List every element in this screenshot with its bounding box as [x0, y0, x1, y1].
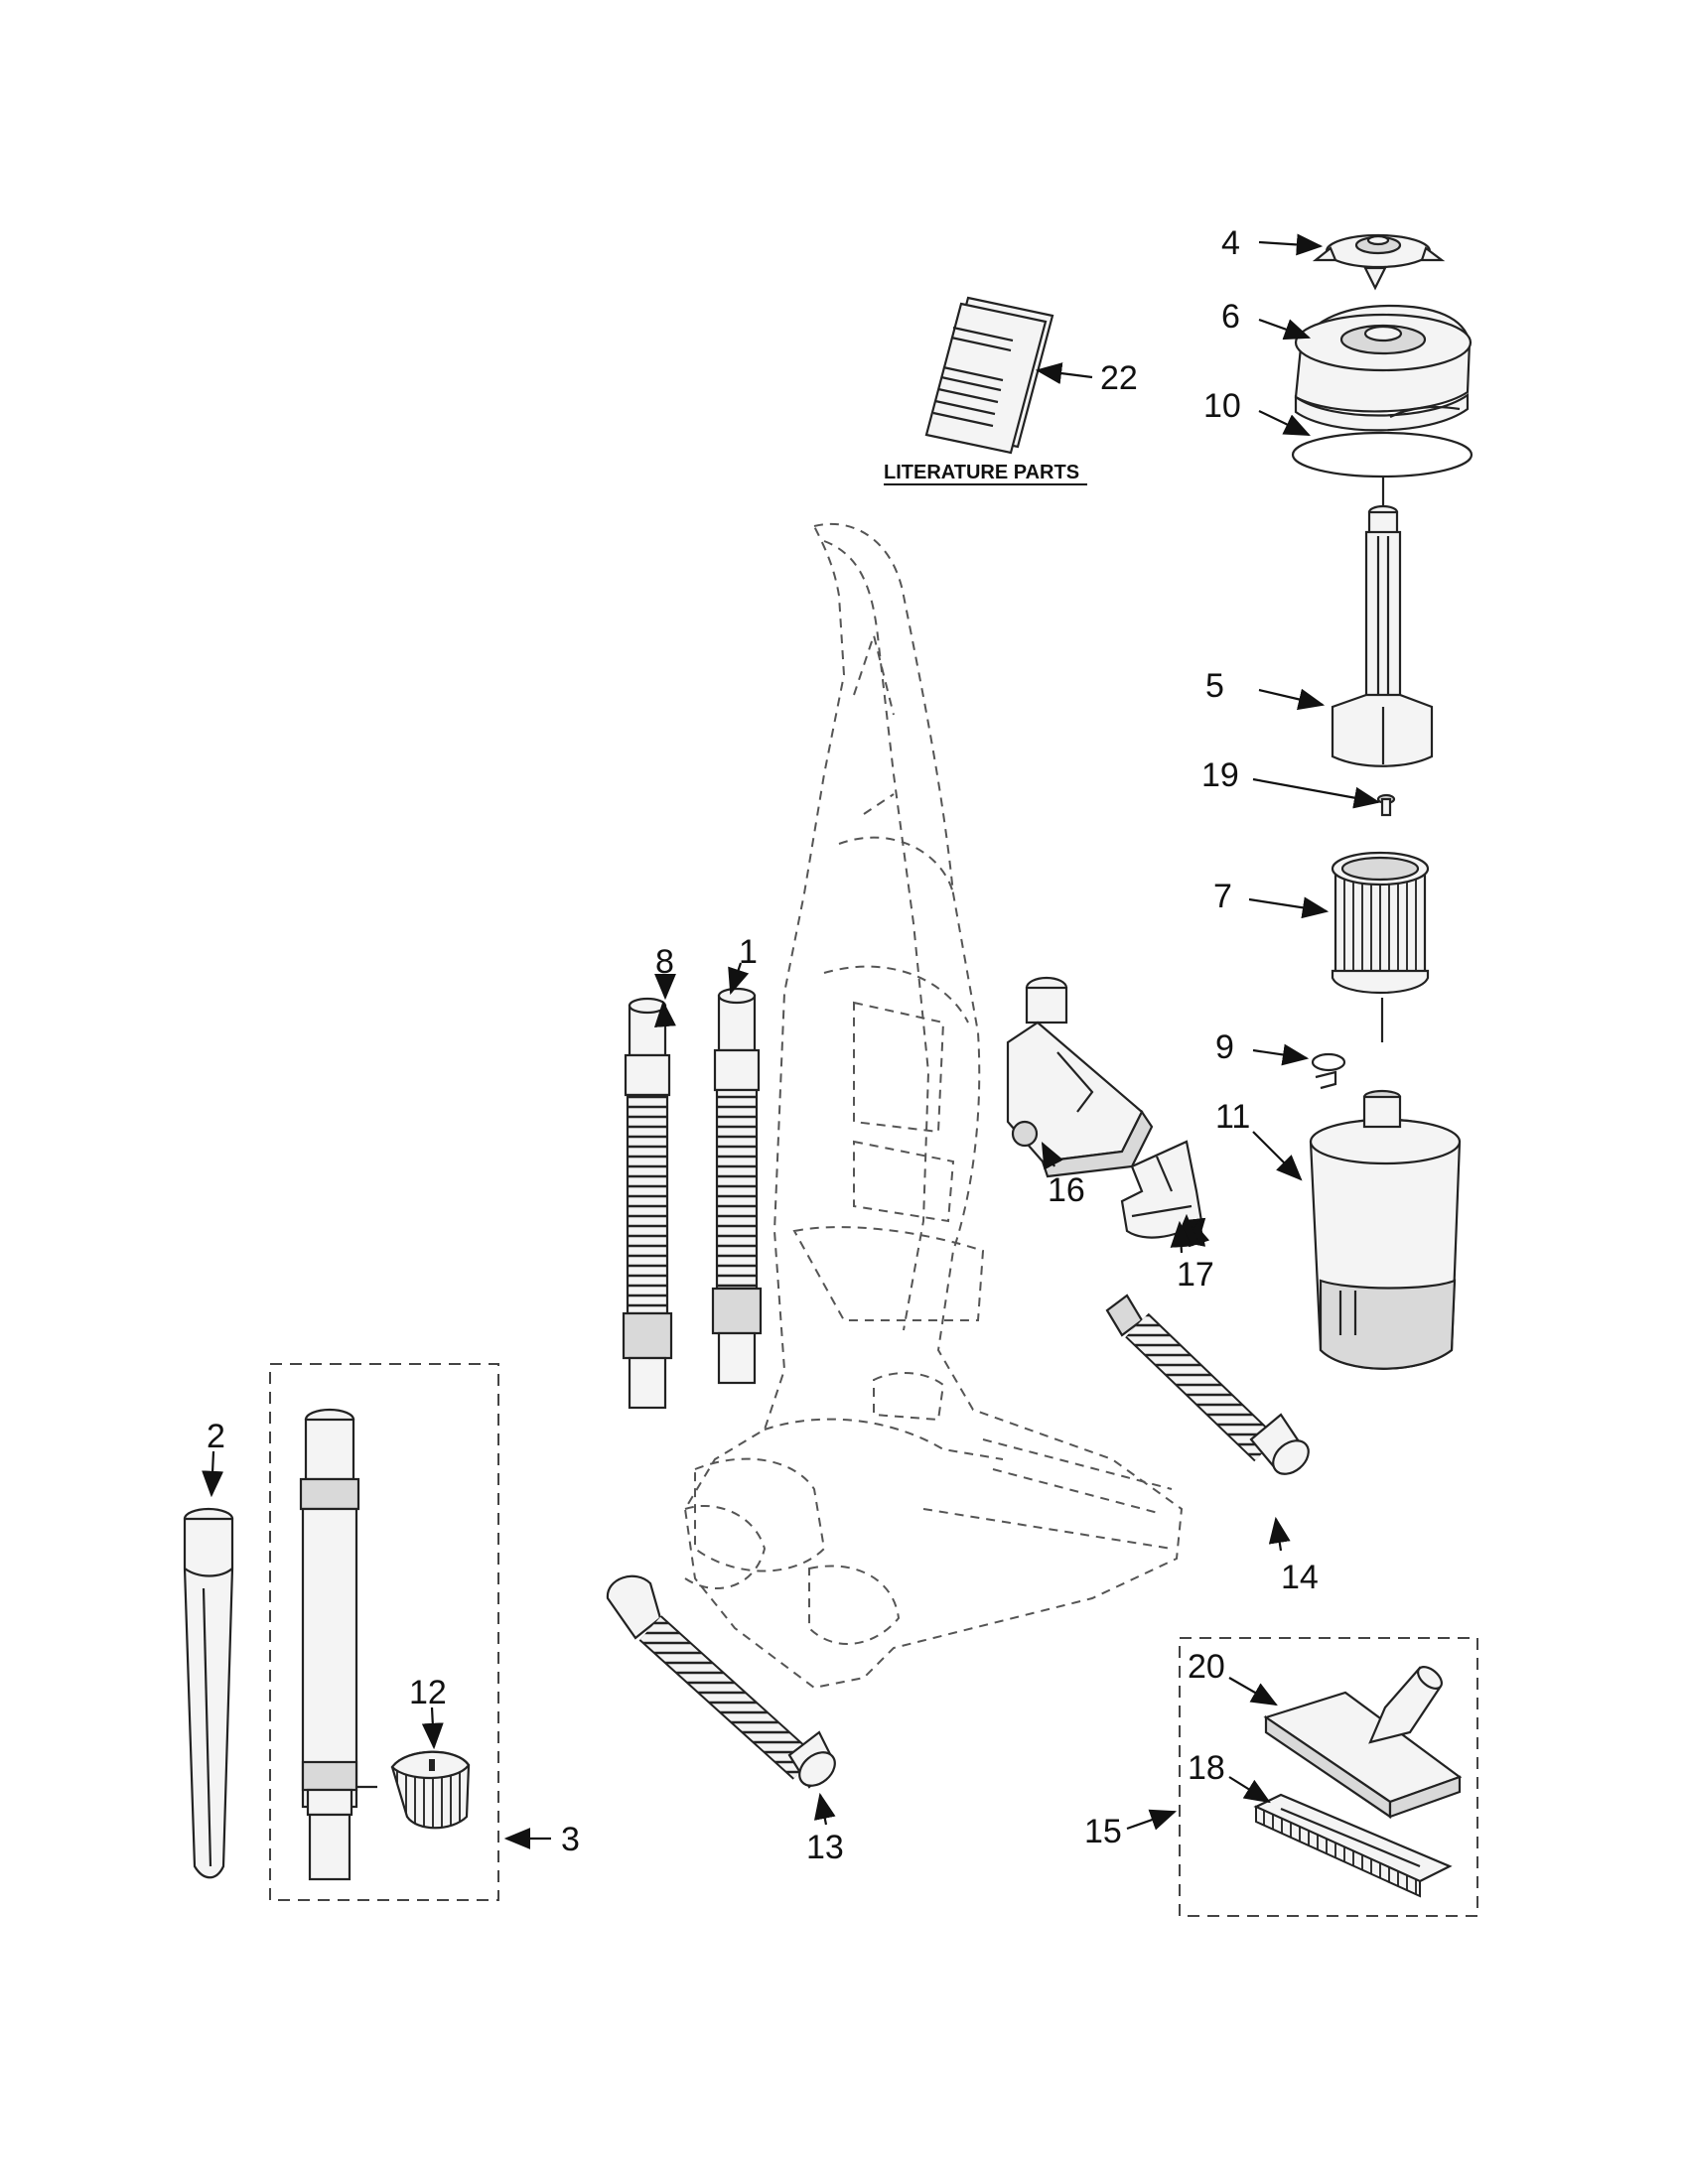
part-9-retaining-clip [1311, 1052, 1346, 1090]
part-16-turbo-brush-tool [1006, 976, 1154, 1178]
part-10-lid-gasket [1291, 431, 1474, 478]
callout-11: 11 [1215, 1098, 1250, 1136]
callout-16: 16 [1048, 1171, 1085, 1209]
literature-parts-title: LITERATURE PARTS [884, 462, 1079, 483]
callout-8: 8 [655, 943, 674, 981]
callout-arrows [202, 233, 1381, 1849]
callout-5: 5 [1205, 667, 1224, 705]
callout-1: 1 [739, 933, 758, 971]
part-20-floor-tool [1263, 1666, 1463, 1820]
part-15-group-box [1179, 1637, 1478, 1917]
callout-9: 9 [1215, 1028, 1234, 1066]
callout-15: 15 [1084, 1813, 1122, 1850]
part-7-hepa-filter [1331, 851, 1430, 995]
part-1-hose [711, 987, 763, 1385]
part-11-dirt-cup [1309, 1089, 1462, 1370]
callout-18: 18 [1188, 1749, 1225, 1787]
callout-20: 20 [1188, 1648, 1225, 1686]
callout-14: 14 [1281, 1559, 1319, 1596]
vacuum-body-phantom [683, 522, 1184, 1690]
part-3-extension-wand [299, 1408, 377, 1881]
part-3-group-box [269, 1363, 499, 1901]
part-12-wand-clip [390, 1750, 471, 1830]
callout-3: 3 [561, 1821, 580, 1858]
callout-19: 19 [1201, 756, 1239, 794]
literature-manual-illustration [924, 296, 1054, 455]
part-14-hose [1105, 1294, 1310, 1475]
callout-10: 10 [1203, 387, 1241, 425]
callout-13: 13 [806, 1829, 844, 1866]
part-13-hose [606, 1574, 836, 1789]
part-2-crevice-tool [183, 1507, 234, 1879]
callout-17: 17 [1177, 1256, 1214, 1294]
part-5-cyclone-separator [1331, 504, 1434, 767]
callout-22: 22 [1100, 359, 1138, 397]
part-19-screw [1376, 793, 1396, 817]
callout-2: 2 [207, 1418, 225, 1455]
part-4-cyclone-cap [1312, 233, 1446, 291]
callout-7: 7 [1213, 878, 1232, 915]
callout-4: 4 [1221, 224, 1240, 262]
part-6-dirt-cup-lid [1294, 304, 1473, 432]
part-8-hose [622, 997, 673, 1410]
callout-6: 6 [1221, 298, 1240, 336]
callout-12: 12 [409, 1674, 447, 1711]
part-18-brush-insert [1253, 1793, 1453, 1898]
